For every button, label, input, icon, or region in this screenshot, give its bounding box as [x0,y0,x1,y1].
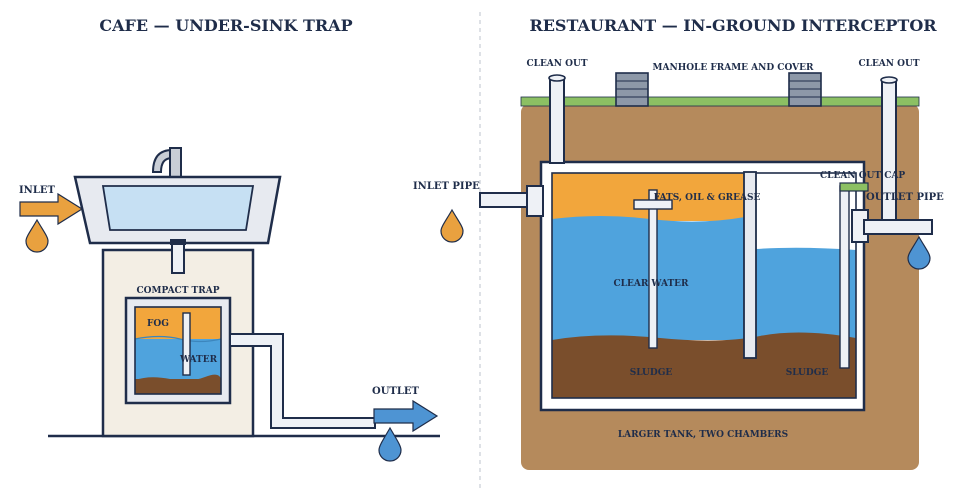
fog-label: FOG [147,319,169,329]
manhole-cover-left [615,72,649,107]
trap-outlet-pipe [229,333,376,429]
sludge-left-label: SLUDGE [630,368,673,378]
right-title: RESTAURANT — IN-GROUND INTERCEPTOR [529,16,937,35]
clean-out-right-label: CLEAN OUT [858,59,919,69]
tank-caption: LARGER TANK, TWO CHAMBERS [618,430,788,440]
inlet-arrow-icon [19,192,84,226]
outlet-pipe [863,219,933,235]
inlet-pipe-label: INLET PIPE [413,181,480,192]
fog-label-right: FATS, OIL & GREASE [654,193,761,203]
grease-drop-icon [25,218,49,253]
clean-out-cap-left [548,74,566,82]
compact-trap-label: COMPACT TRAP [137,286,220,296]
clean-out-cap-label: CLEAN OUT CAP [820,171,905,181]
sink-drain-pipe [171,242,185,274]
inlet-pipe [479,192,531,208]
sludge-right-label: SLUDGE [786,368,829,378]
left-title: CAFE — UNDER-SINK TRAP [99,16,352,35]
grease-drop-icon-right [440,208,464,243]
clean-out-pipe-left [549,76,565,164]
inlet-pipe-flange [526,185,544,217]
faucet-icon [151,147,182,179]
grass-strip [520,96,920,107]
sink-drain [170,239,186,245]
compact-trap [124,296,232,405]
clean-out-pipe-right [881,79,897,231]
clear-water-label: CLEAR WATER [613,279,689,289]
outlet-label: OUTLET [372,386,420,397]
manhole-cover-right [788,72,822,107]
inlet-label: INLET [19,185,55,196]
clean-out-left-label: CLEAN OUT [526,59,587,69]
sink-basin [73,175,282,245]
outlet-arrow-icon [373,399,439,433]
outlet-pipe-label: OUTLET PIPE [866,192,944,203]
water-label-left: WATER [179,355,218,365]
clean-out-cap [839,182,869,192]
manhole-label: MANHOLE FRAME AND COVER [653,63,814,73]
clean-out-cap-right [880,76,898,84]
water-drop-icon [378,426,402,462]
interceptor-tank [539,160,866,412]
water-drop-icon-right [907,235,931,270]
